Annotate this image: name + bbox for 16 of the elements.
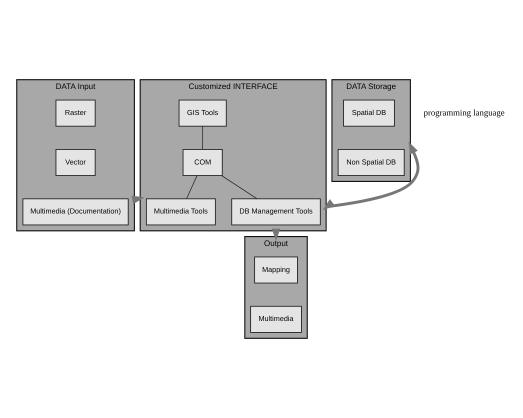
connector [221,175,258,200]
node-box: Multimedia Tools [146,198,216,226]
label: programming language [424,107,505,118]
node-box: Spatial DB [343,100,395,127]
node-box: Non Spatial DB [338,149,405,176]
node-box: Vector [56,149,96,176]
node-box: COM [182,149,223,176]
connector [202,126,204,150]
node-box: Multimedia [250,306,302,333]
node-box: Multimedia (Documentation) [22,198,129,226]
connector [186,175,198,199]
node-box: Mapping [254,256,298,284]
arrow [322,141,420,210]
node-box: DB Management Tools [231,198,321,226]
node-box: Raster [56,100,96,127]
node-box: GIS Tools [178,100,227,127]
